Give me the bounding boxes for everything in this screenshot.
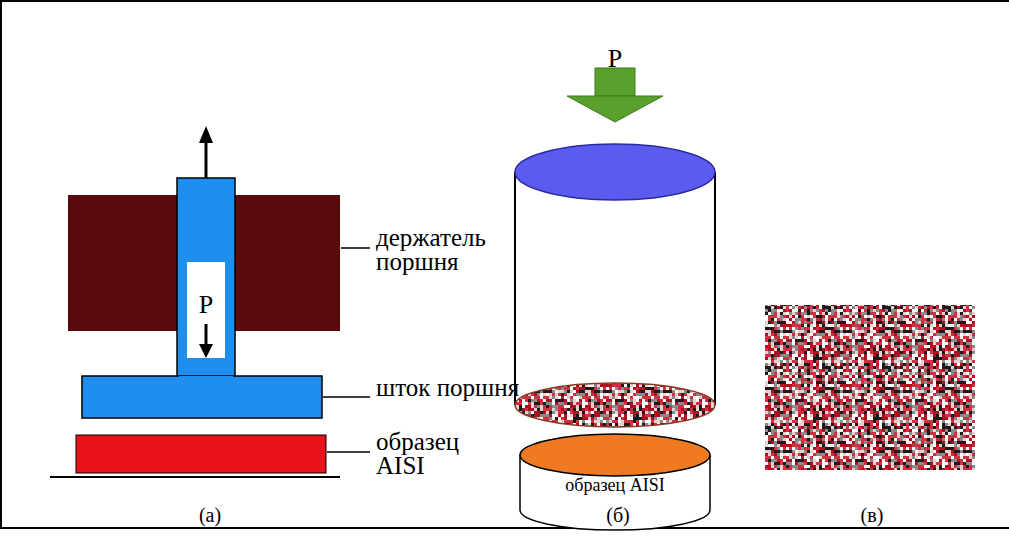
force-arrow <box>595 68 635 96</box>
sample-block <box>76 435 326 473</box>
part-label: держатель поршня <box>376 226 526 274</box>
rod-joint <box>179 376 233 380</box>
coating-disc <box>515 383 715 427</box>
force-label-box: P <box>187 262 225 358</box>
panel-caption: (в) <box>852 506 892 525</box>
leader-line <box>341 247 370 249</box>
cylinder-wall <box>514 172 516 405</box>
piston-base <box>82 376 322 418</box>
panel-caption: (б) <box>598 506 638 525</box>
press-arrow <box>196 324 216 358</box>
leader-line <box>323 396 370 398</box>
force-arrow-head <box>567 96 663 122</box>
coating-texture <box>765 305 975 470</box>
force-label: P <box>595 46 635 72</box>
frame <box>1 1 1009 528</box>
piston-rod <box>177 178 235 378</box>
node-text: образец AISI <box>565 476 664 494</box>
arrow-head <box>199 126 213 143</box>
cylinder-wall <box>714 172 716 405</box>
panel-caption: (а) <box>190 506 230 525</box>
node-text: P <box>608 46 622 72</box>
node-text: P <box>199 292 213 318</box>
lift-arrow <box>205 140 208 178</box>
part-label: шток поршня <box>376 376 526 400</box>
part-label: образец AISI <box>376 430 506 478</box>
sample-disc-top <box>520 434 710 476</box>
base-line <box>50 476 340 478</box>
leader-line <box>327 451 370 453</box>
sample-disc: образец AISI <box>522 476 708 502</box>
cylinder-top <box>515 144 715 200</box>
